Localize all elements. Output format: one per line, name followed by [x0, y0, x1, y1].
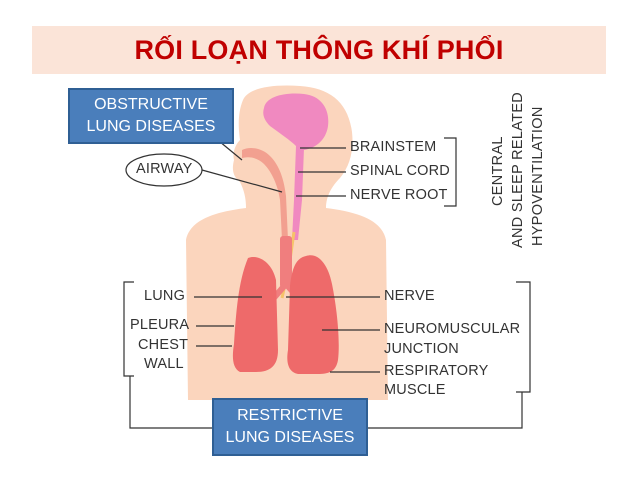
- trachea-shape: [280, 236, 292, 288]
- label-brainstem: BRAINSTEM: [350, 139, 437, 155]
- label-nerve-root: NERVE ROOT: [350, 187, 448, 203]
- right-bracket: [516, 281, 531, 393]
- label-neuromuscular: NEUROMUSCULAR: [384, 321, 521, 337]
- restrictive-right-connector: [368, 392, 523, 429]
- label-spinal-cord: SPINAL CORD: [350, 163, 450, 179]
- right-lung-shape: [287, 255, 339, 374]
- vertical-line-3: HYPOVENTILATION: [530, 106, 546, 246]
- page-title: RỐI LOẠN THÔNG KHÍ PHỔI: [134, 34, 504, 65]
- label-nerve: NERVE: [384, 288, 435, 304]
- restrictive-lung-diseases-box: RESTRICTIVE LUNG DISEASES: [212, 398, 368, 456]
- label-wall: WALL: [144, 356, 184, 372]
- label-junction: JUNCTION: [384, 341, 459, 357]
- vertical-line-1: CENTRAL: [490, 136, 506, 206]
- label-airway: AIRWAY: [136, 161, 193, 177]
- central-hypoventilation-label: CENTRAL AND SLEEP RELATED HYPOVENTILATIO…: [470, 92, 620, 248]
- airway-ellipse: [125, 153, 203, 187]
- restrictive-line-1: RESTRICTIVE: [237, 407, 343, 424]
- label-lung: LUNG: [144, 288, 186, 304]
- central-bracket: [444, 137, 457, 207]
- title-bar: RỐI LOẠN THÔNG KHÍ PHỔI: [32, 26, 606, 74]
- left-lung-shape: [232, 256, 278, 372]
- restrictive-line-2: LUNG DISEASES: [225, 429, 355, 446]
- label-respiratory: RESPIRATORY: [384, 363, 489, 379]
- label-pleura: PLEURA: [130, 317, 190, 333]
- airway-shape: [242, 148, 288, 240]
- label-chest: CHEST: [138, 337, 189, 353]
- spinal-cord-shape: [292, 146, 304, 240]
- restrictive-left-connector: [129, 376, 212, 429]
- obstructive-lung-diseases-box: OBSTRUCTIVE LUNG DISEASES: [68, 88, 234, 144]
- obstructive-line-1: OBSTRUCTIVE: [94, 96, 208, 113]
- brain-shape: [263, 93, 329, 150]
- vertical-line-2: AND SLEEP RELATED: [510, 91, 526, 248]
- obstructive-line-2: LUNG DISEASES: [86, 118, 216, 135]
- left-bracket: [123, 281, 134, 377]
- label-muscle: MUSCLE: [384, 382, 446, 398]
- airway-leader: [201, 169, 283, 193]
